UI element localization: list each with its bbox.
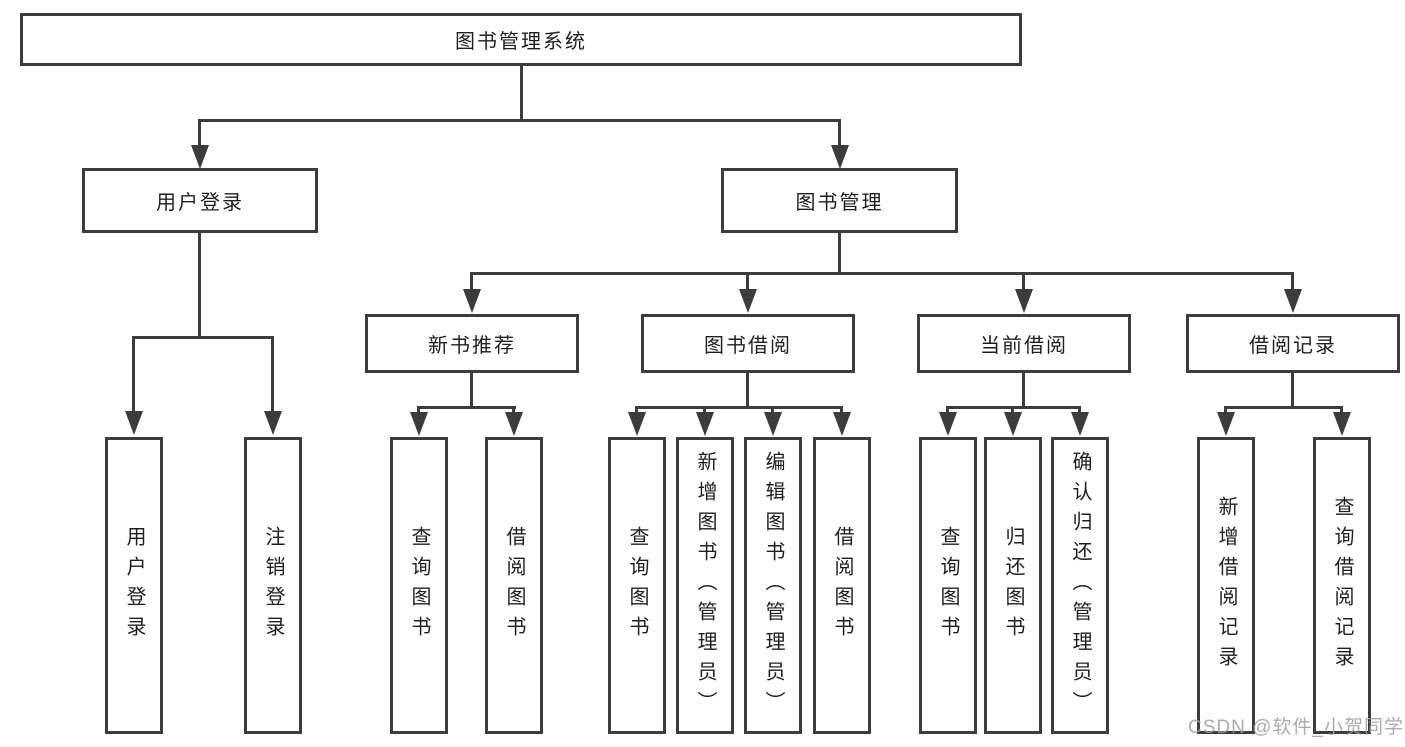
connector-user-login-branch	[132, 336, 274, 339]
connector-drop-borrow-books-2	[840, 406, 843, 414]
arrow-down-icon	[1004, 412, 1022, 436]
leaf-logout: 注销登录	[244, 437, 302, 734]
connector-drop-leaf-logout	[271, 336, 274, 413]
arrow-down-icon	[764, 412, 782, 436]
connector-drop-query-books-3	[946, 406, 949, 414]
connector-new-book-stem	[470, 373, 473, 406]
connector-book-management-stem	[838, 233, 841, 272]
connector-book-management-branch	[470, 272, 1294, 275]
connector-drop-return-books	[1011, 406, 1014, 414]
leaf-query-books-3: 查询图书	[919, 437, 977, 734]
connector-drop-current-borrowing	[1022, 272, 1025, 291]
arrow-down-icon	[628, 412, 646, 436]
node-borrowing-records: 借阅记录	[1186, 314, 1400, 373]
connector-drop-book-borrowing	[746, 272, 749, 291]
connector-book-borrowing-stem	[746, 373, 749, 406]
connector-drop-query-record	[1340, 406, 1343, 414]
node-new-book-recommend: 新书推荐	[365, 314, 579, 373]
connector-current-borrowing-stem	[1022, 373, 1025, 406]
arrow-down-icon	[1071, 412, 1089, 436]
arrow-down-icon	[1015, 289, 1033, 313]
arrow-down-icon	[1217, 412, 1235, 436]
arrow-down-icon	[410, 412, 428, 436]
connector-drop-borrow-books-1	[512, 406, 515, 414]
connector-drop-leaf-user-login	[132, 336, 135, 413]
leaf-user-login: 用户登录	[105, 437, 163, 734]
arrow-down-icon	[939, 412, 957, 436]
connector-drop-user-login	[198, 119, 201, 148]
connector-borrowing-records-stem	[1291, 373, 1294, 406]
arrow-down-icon	[739, 289, 757, 313]
leaf-query-books-1: 查询图书	[390, 437, 448, 734]
connector-drop-add-record	[1224, 406, 1227, 414]
connector-drop-borrowing-records	[1291, 272, 1294, 291]
node-book-borrowing: 图书借阅	[641, 314, 855, 373]
arrow-down-icon	[1333, 412, 1351, 436]
leaf-borrow-books-2: 借阅图书	[813, 437, 871, 734]
leaf-add-books-admin: 新增图书（管理员）	[676, 437, 734, 734]
arrow-down-icon	[505, 412, 523, 436]
connector-borrowing-records-branch	[1224, 406, 1343, 409]
connector-drop-edit-books	[771, 406, 774, 414]
connector-drop-new-book	[470, 272, 473, 291]
connector-drop-query-books-1	[417, 406, 420, 414]
arrow-down-icon	[831, 145, 849, 169]
connector-drop-confirm-return	[1078, 406, 1081, 414]
csdn-watermark: CSDN @软件_小贺同学	[1188, 717, 1404, 738]
node-book-management: 图书管理	[721, 168, 958, 233]
leaf-edit-books-admin: 编辑图书（管理员）	[744, 437, 802, 734]
leaf-confirm-return-admin: 确认归还（管理员）	[1051, 437, 1109, 734]
arrow-down-icon	[191, 145, 209, 169]
leaf-return-books: 归还图书	[984, 437, 1042, 734]
connector-drop-add-books	[703, 406, 706, 414]
arrow-down-icon	[125, 411, 143, 435]
leaf-add-borrow-record: 新增借阅记录	[1197, 437, 1255, 734]
connector-root-stem	[520, 66, 523, 119]
leaf-query-borrow-record: 查询借阅记录	[1313, 437, 1371, 734]
connector-user-login-stem	[198, 233, 201, 336]
arrow-down-icon	[833, 412, 851, 436]
connector-book-borrowing-branch	[635, 406, 843, 409]
node-current-borrowing: 当前借阅	[917, 314, 1131, 373]
arrow-down-icon	[1284, 289, 1302, 313]
arrow-down-icon	[264, 411, 282, 435]
connector-drop-book-management	[838, 119, 841, 148]
connector-new-book-branch	[417, 406, 516, 409]
leaf-query-books-2: 查询图书	[608, 437, 666, 734]
node-user-login: 用户登录	[82, 168, 318, 233]
node-library-management-system: 图书管理系统	[20, 13, 1022, 66]
arrow-down-icon	[463, 289, 481, 313]
leaf-borrow-books-1: 借阅图书	[485, 437, 543, 734]
connector-drop-query-books-2	[635, 406, 638, 414]
arrow-down-icon	[696, 412, 714, 436]
connector-root-branch	[198, 119, 841, 122]
